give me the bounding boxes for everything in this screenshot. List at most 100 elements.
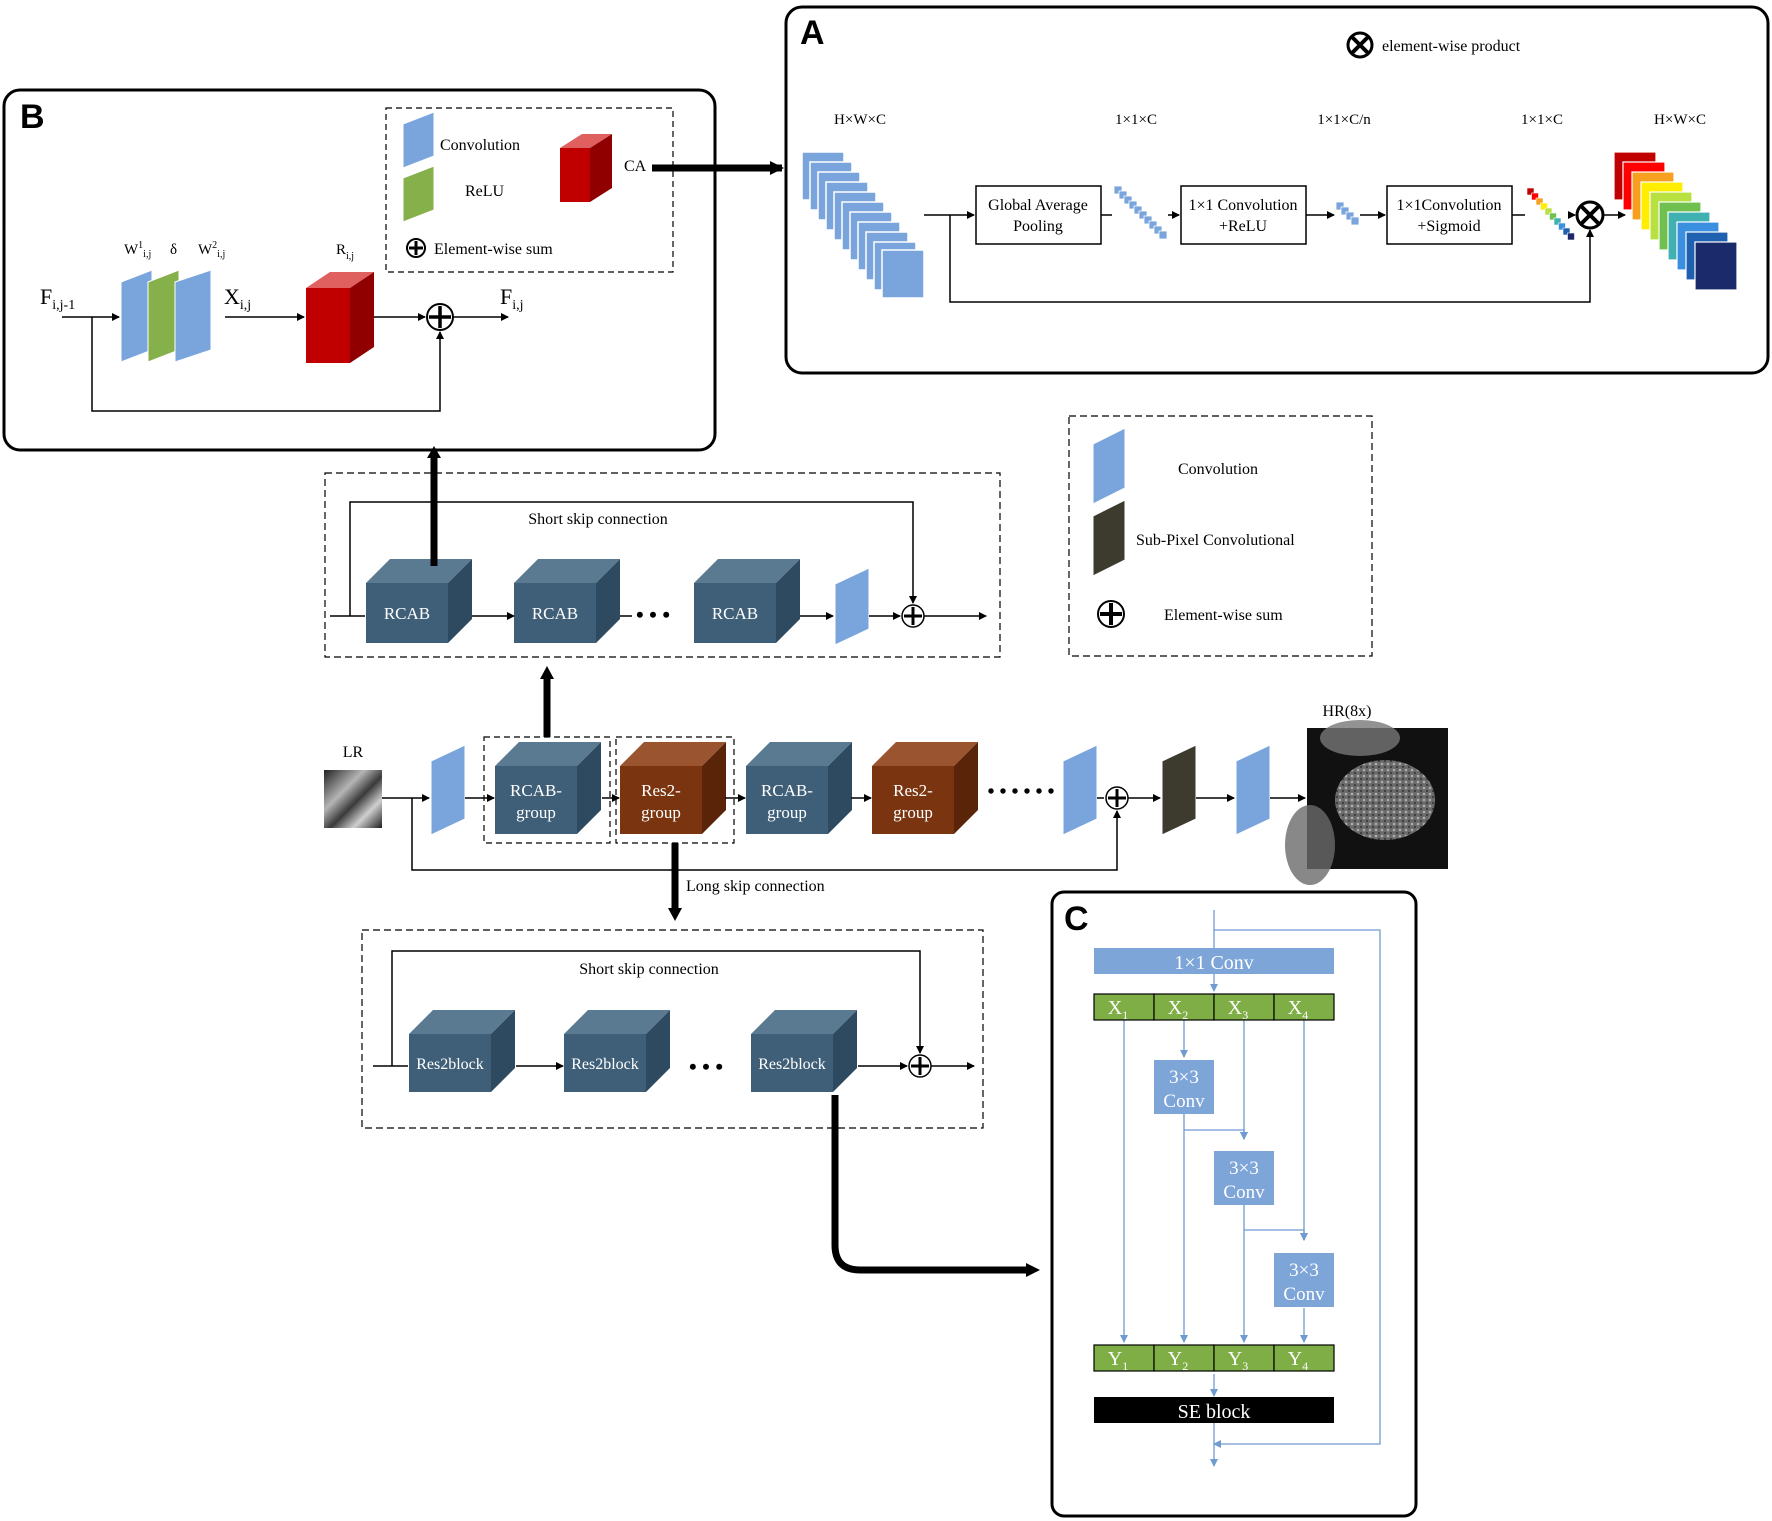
long-skip-label: Long skip connection <box>686 878 825 895</box>
conv3x3-line2-1: Conv <box>1163 1091 1205 1112</box>
legend-element-sum-icon <box>1097 600 1125 628</box>
ca-cube <box>306 272 374 363</box>
hr-label: HR(8x) <box>1323 703 1372 720</box>
legend-convolution-text: Convolution <box>1178 461 1258 478</box>
dim-label-4: 1×1×C <box>1521 112 1563 128</box>
panel-a: A element-wise product H×W×C 1×1×C 1×1×C… <box>784 5 1770 375</box>
y-cell-label-4: Y4 <box>1288 1348 1308 1373</box>
res2-block-1: Res2block <box>409 1010 515 1092</box>
legend-conv-text: Convolution <box>440 137 520 154</box>
panel-c-label: C <box>1064 900 1089 938</box>
res2-dots: • • • <box>689 1054 723 1079</box>
res2-short-skip-label: Short skip connection <box>579 961 719 978</box>
legend-conv-icon <box>402 111 435 169</box>
rcab-block-2-label: RCAB <box>532 604 578 623</box>
main-group-3-line1: RCAB- <box>761 781 813 800</box>
y-cell-2 <box>1153 1344 1215 1372</box>
main-group-3: RCAB-group <box>746 742 852 834</box>
reduced-vector <box>1335 201 1360 226</box>
panel-b: B Convolution ReLU CA Element-wise sum F… <box>2 88 784 452</box>
conv3x3-line1-3: 3×3 <box>1289 1260 1319 1281</box>
long-skip-sum-icon <box>1105 786 1129 810</box>
x-cell-label-1: X1 <box>1108 997 1128 1022</box>
panel-b-label: B <box>20 98 45 136</box>
res2-sum-icon <box>908 1054 932 1078</box>
panel-b-frame <box>2 88 717 452</box>
panel-b-sum-icon <box>426 303 454 331</box>
res2-to-panel-c-arrow <box>831 1095 1030 1274</box>
main-group-4-line2: group <box>893 803 933 822</box>
legend-ca-icon <box>560 134 612 202</box>
conv1x1-text: 1×1 Conv <box>1174 952 1254 974</box>
main-group-2-line1: Res2- <box>641 781 681 800</box>
attention-weight-5 <box>1544 207 1553 216</box>
hr-image <box>1285 720 1448 885</box>
conv-sigmoid-line1: 1×1Convolution <box>1396 197 1501 214</box>
element-wise-product-legend: element-wise product <box>1346 31 1521 59</box>
panel-b-legend <box>385 107 674 273</box>
y-cell-label-2: Y2 <box>1168 1348 1188 1373</box>
dim-label-1: H×W×C <box>834 112 886 128</box>
rcab-tail-conv <box>834 567 870 646</box>
rcab-block-3: RCAB <box>694 559 800 643</box>
attention-weight-8 <box>1558 222 1566 231</box>
res2-block-3: Res2block <box>751 1010 857 1092</box>
dim-label-3: 1×1×C/n <box>1317 112 1371 128</box>
y-cell-3 <box>1213 1344 1275 1372</box>
x-cell-label-3: X3 <box>1228 997 1248 1022</box>
conv-sigmoid-line2: +Sigmoid <box>1417 218 1480 235</box>
main-group-4-line1: Res2- <box>893 781 933 800</box>
attention-weight-7 <box>1553 217 1562 226</box>
attention-weight-4 <box>1540 202 1548 211</box>
legend-subpixel-icon <box>1092 499 1126 577</box>
x-cell-2 <box>1153 993 1215 1021</box>
x-cell-4 <box>1273 993 1335 1021</box>
global-average-pooling-box <box>975 185 1102 245</box>
r-label: Ri,j <box>336 242 354 262</box>
product-legend-text: element-wise product <box>1382 38 1521 55</box>
attention-weight-9 <box>1562 227 1571 236</box>
legend-ca-text: CA <box>624 158 647 175</box>
legend-relu-text: ReLU <box>465 183 505 200</box>
rcab-block-3-label: RCAB <box>712 604 758 623</box>
legend-convolution-icon <box>1092 427 1126 505</box>
rcab-block-2: RCAB <box>514 559 620 643</box>
gap-line1: Global Average <box>988 197 1088 214</box>
rescaled-channel-10 <box>1694 241 1738 291</box>
main-group-1-line1: RCAB- <box>510 781 562 800</box>
main-group-3-line2: group <box>767 803 807 822</box>
rcab-dots: • • • <box>636 602 670 627</box>
res2-block-3-label: Res2block <box>758 1056 826 1073</box>
dim-label-5: H×W×C <box>1654 112 1706 128</box>
main-legend-frame <box>1068 415 1373 657</box>
conv-sigmoid-box <box>1386 185 1513 245</box>
panel-a-frame <box>784 5 1770 375</box>
rcab-sum-icon <box>901 604 925 628</box>
head-conv <box>430 744 466 836</box>
conv-relu-conv-stack <box>120 269 212 363</box>
gap-line2: Pooling <box>1013 218 1063 235</box>
x-label: Xi,j <box>224 284 251 313</box>
main-legend: Convolution Sub-Pixel Convolutional Elem… <box>1068 415 1373 657</box>
y-cell-4 <box>1273 1344 1335 1372</box>
w2-label: W2i,j <box>198 240 225 260</box>
subpixel-conv <box>1161 744 1197 836</box>
main-group-2-line2: group <box>641 803 681 822</box>
conv3x3-line1-1: 3×3 <box>1169 1067 1199 1088</box>
attention-weight-vector <box>1526 187 1575 241</box>
conv1x1-block <box>1094 948 1334 974</box>
conv-relu-line2: +ReLU <box>1219 218 1268 235</box>
w1-label: W1i,j <box>124 240 151 260</box>
main-chain-dots: • • • • • • <box>987 781 1054 803</box>
panel-c-frame <box>1050 890 1418 1518</box>
input-feature-stack <box>801 151 925 299</box>
main-group-2: Res2- group <box>620 742 726 834</box>
main-chain: LR HR(8x) RCAB-groupRes2-groupRCAB-group… <box>324 666 1448 921</box>
